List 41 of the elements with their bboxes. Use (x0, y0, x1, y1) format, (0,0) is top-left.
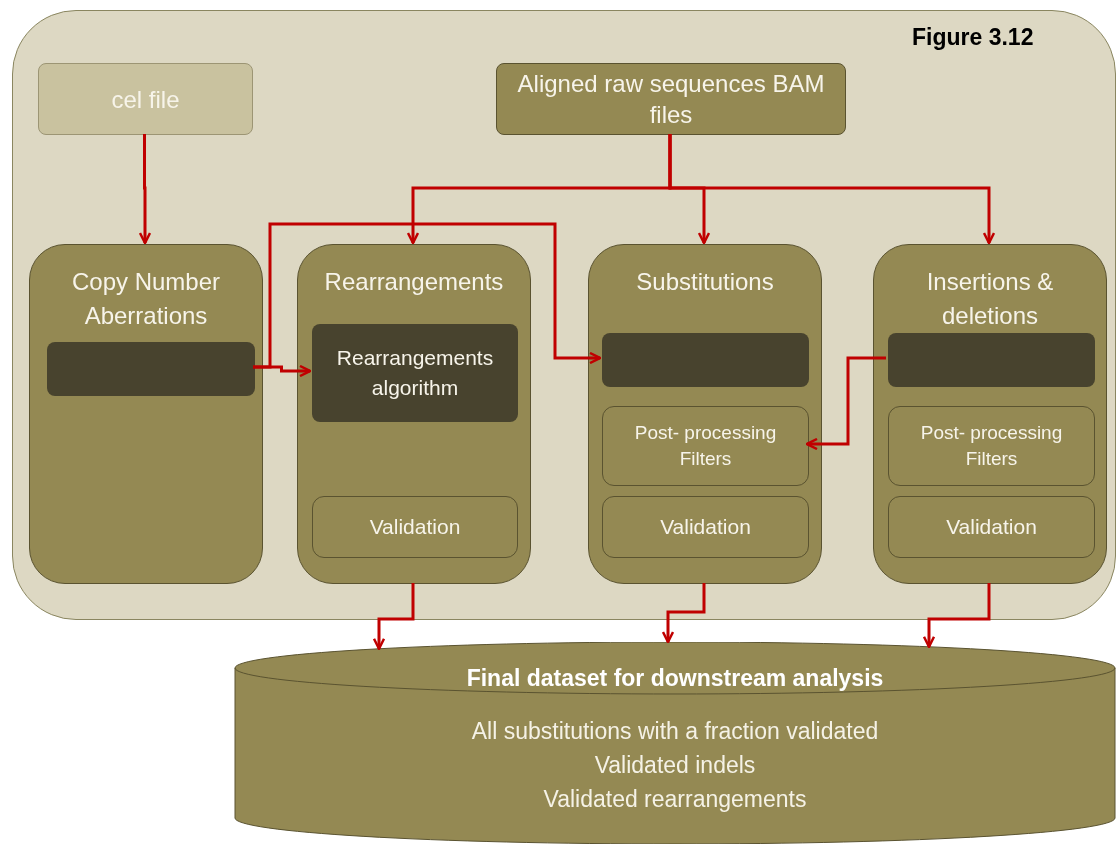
result-item: All substitutions with a fraction validated (471, 717, 879, 746)
box-label: Validation (946, 514, 1037, 540)
input-box (496, 63, 846, 135)
tool-box (888, 333, 1095, 387)
tool-box (47, 342, 255, 396)
process-box (602, 406, 809, 486)
box-label: Validation (660, 514, 751, 540)
process-box (888, 496, 1095, 558)
arrow (922, 583, 991, 648)
result-item: Validated indels (594, 751, 756, 780)
process-box (888, 406, 1095, 486)
arrow (805, 356, 886, 451)
result-item: Validated rearrangements (543, 785, 807, 814)
category-box (297, 244, 531, 584)
database-title: Final dataset for downstream analysis (466, 664, 884, 692)
tool-box (602, 333, 809, 387)
box-label: Rearrangements algorithm (335, 345, 495, 401)
category-title: Rearrangements (323, 267, 505, 297)
category-title: Substitutions (635, 267, 775, 297)
category-box (873, 244, 1107, 584)
box-label: Aligned raw sequences BAM files (516, 69, 826, 130)
process-box (602, 496, 809, 558)
arrow (253, 222, 602, 369)
box-label: Validation (369, 514, 461, 540)
process-box (312, 496, 518, 558)
arrow (661, 583, 706, 644)
figure-panel (12, 10, 1116, 620)
arrow (372, 583, 415, 650)
category-box (29, 244, 263, 584)
category-title: Copy Number Aberrations (70, 267, 222, 331)
tool-box (312, 324, 518, 422)
arrow (138, 134, 152, 245)
figure-number: Figure 3.12 (912, 23, 1034, 52)
database-cylinder (234, 642, 1116, 844)
category-title: Insertions & deletions (925, 267, 1055, 331)
arrow (668, 134, 996, 245)
box-label: Post- processing Filters (633, 421, 778, 471)
input-box (38, 63, 253, 135)
box-label: Post- processing Filters (919, 421, 1064, 471)
category-box (588, 244, 822, 584)
box-label: cel file (111, 84, 180, 115)
